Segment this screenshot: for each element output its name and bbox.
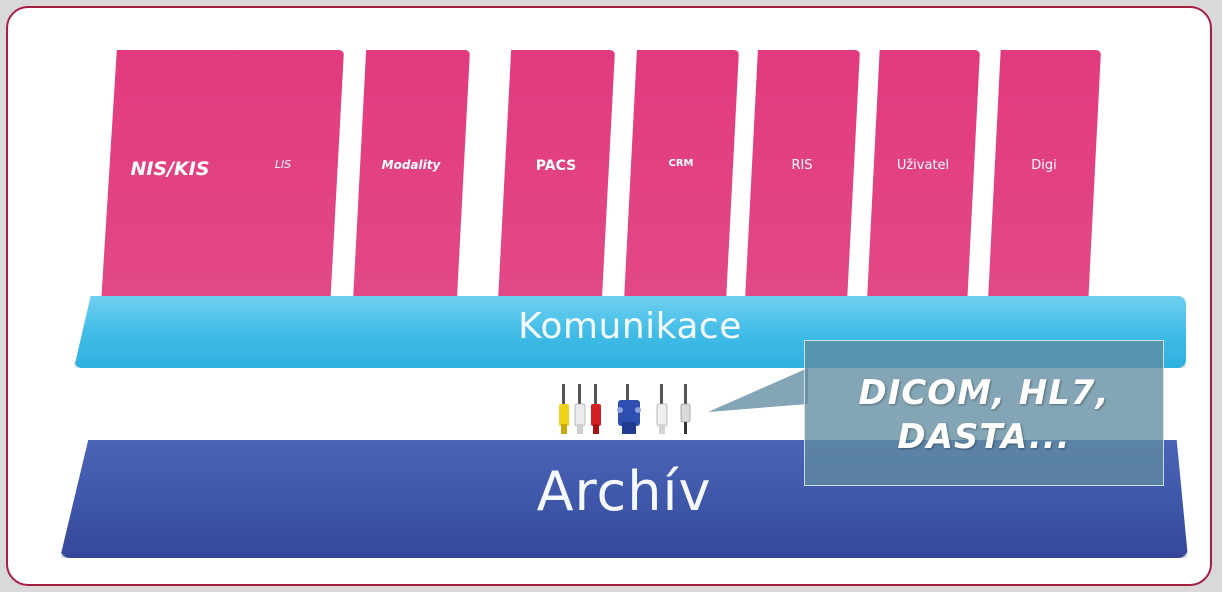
system-label: RIS [791, 158, 813, 173]
system-column: Uživatel [866, 50, 980, 320]
system-column: Modality [352, 50, 470, 320]
system-column: Digi [987, 50, 1101, 320]
rca-cable-yellow-icon [559, 384, 569, 434]
rca-cable-red-icon [591, 384, 601, 434]
audio-jack-icon [680, 384, 691, 434]
system-column: CRM [623, 50, 739, 320]
cable-connectors-icon [559, 384, 691, 434]
system-label: Modality [381, 158, 441, 172]
callout-pointer [708, 368, 808, 412]
system-label: NIS/KIS [130, 158, 210, 180]
rca-cable-white-icon [574, 384, 586, 434]
protocols-callout: DICOM, HL7,DASTA... [804, 340, 1164, 486]
vga-connector-icon [617, 384, 641, 434]
system-column: LIS [222, 50, 344, 320]
system-column: RIS [744, 50, 860, 320]
archive-label: Archív [536, 460, 712, 523]
system-label: CRM [668, 158, 694, 169]
communication-label: Komunikace [518, 306, 742, 347]
protocols-text-line: DASTA... [897, 417, 1071, 457]
system-label: Digi [1031, 158, 1057, 173]
system-column: NIS/KIS [100, 50, 240, 320]
system-label: LIS [274, 158, 292, 171]
protocols-text: DICOM, HL7,DASTA... [805, 371, 1163, 459]
protocols-text-line: DICOM, HL7, [858, 373, 1110, 413]
system-label: Uživatel [896, 158, 950, 173]
rca-cable-white-icon [656, 384, 668, 434]
system-column: PACS [497, 50, 615, 320]
system-label: PACS [535, 158, 577, 174]
